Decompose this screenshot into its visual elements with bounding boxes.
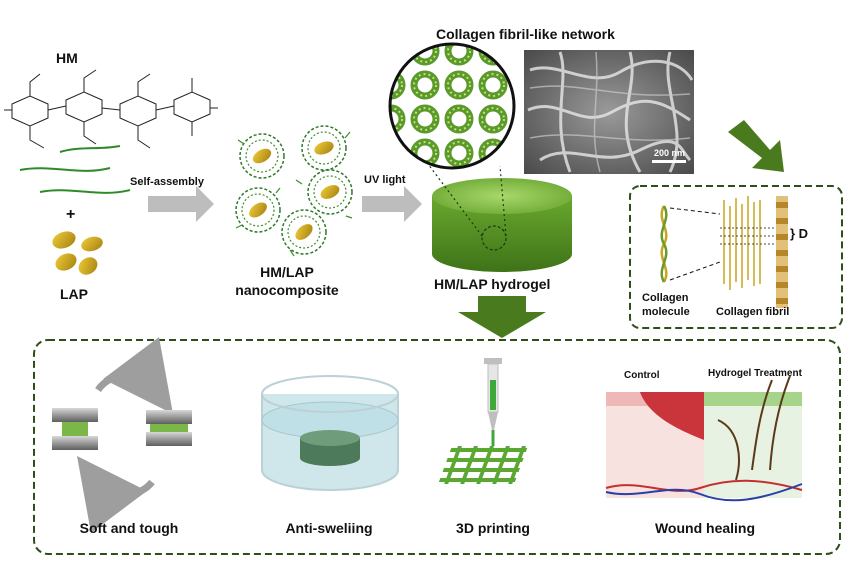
control-label: Control bbox=[624, 370, 660, 381]
app-label-3d-printing: 3D printing bbox=[456, 520, 530, 536]
hm-label: HM bbox=[56, 50, 78, 66]
down-arrow bbox=[458, 296, 546, 338]
plus-sign: + bbox=[66, 206, 76, 223]
wound-healing-illustration bbox=[605, 375, 803, 502]
nanocomposite-label-line1: HM/LAP bbox=[260, 264, 314, 280]
app-label-wound-healing: Wound healing bbox=[654, 520, 756, 536]
nanocomposite-clusters bbox=[235, 125, 353, 257]
network-title: Collagen fibril-like network bbox=[436, 26, 615, 42]
treatment-label: Hydrogel Treatment bbox=[708, 368, 802, 379]
collagen-molecule-label-line1: Collagen bbox=[642, 292, 689, 304]
anti-swelling-illustration bbox=[261, 375, 399, 491]
network-magnified-circle bbox=[388, 42, 516, 170]
self-assembly-arrow bbox=[148, 186, 214, 222]
lap-label: LAP bbox=[60, 286, 88, 302]
self-assembly-label: Self-assembly bbox=[130, 176, 204, 188]
d-spacing-label: } D bbox=[790, 226, 809, 241]
uv-light-arrow bbox=[362, 186, 422, 222]
inset-pointer-arrow bbox=[728, 120, 784, 172]
hm-chemical-structure bbox=[4, 69, 218, 149]
hydrogel-disc bbox=[409, 139, 572, 272]
app-label-anti-swelling: Anti-sweliing bbox=[285, 520, 373, 536]
nanocomposite-label-line2: nanocomposite bbox=[235, 282, 339, 298]
sem-image bbox=[524, 50, 694, 174]
soft-tough-illustration bbox=[52, 336, 192, 534]
hm-strands bbox=[19, 145, 131, 194]
app-label-soft-tough: Soft and tough bbox=[79, 520, 179, 536]
hydrogel-label: HM/LAP hydrogel bbox=[434, 276, 551, 292]
collagen-inset-frame bbox=[629, 185, 843, 329]
collagen-molecule-label-line2: molecule bbox=[642, 306, 690, 318]
printing-illustration bbox=[438, 358, 528, 484]
collagen-fibril-label: Collagen fibril bbox=[716, 306, 790, 318]
uv-light-label: UV light bbox=[364, 174, 406, 186]
lap-discs bbox=[52, 231, 103, 275]
sem-scale-bar-label: 200 nm bbox=[654, 148, 686, 158]
